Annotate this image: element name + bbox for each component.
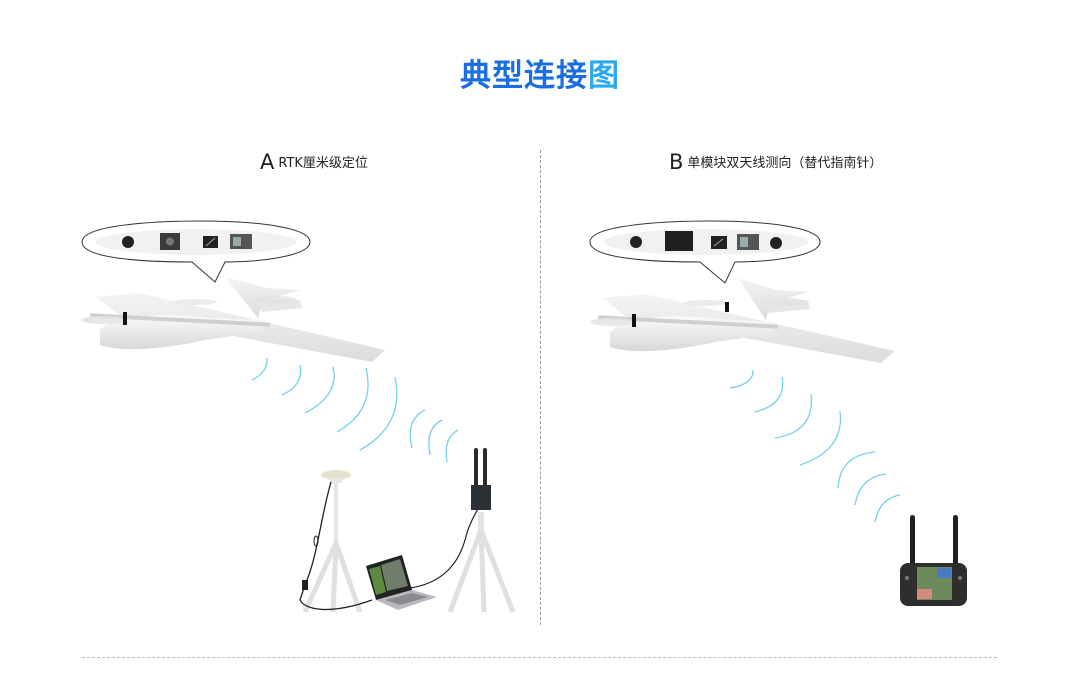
title-accent-text: 图 bbox=[588, 58, 620, 94]
panel-b-letter: B bbox=[669, 150, 684, 174]
radio-antenna-icon bbox=[483, 448, 487, 488]
dual-antenna-module-callout bbox=[589, 220, 821, 284]
gnss-module-callout bbox=[81, 220, 311, 283]
port-icon bbox=[122, 236, 134, 248]
vtol-drone-a bbox=[81, 277, 385, 362]
page-title: 典型连接图 bbox=[0, 50, 1080, 95]
antenna-rear-icon bbox=[725, 302, 729, 312]
gcs-antenna-right-icon bbox=[953, 515, 958, 575]
rtk-base-antenna-tripod bbox=[299, 470, 373, 614]
radio-antenna-icon bbox=[474, 448, 478, 488]
signal-waves-a bbox=[251, 357, 459, 463]
gnss-antenna-icon bbox=[123, 312, 127, 325]
vtol-drone-b bbox=[590, 278, 895, 363]
bottom-rule bbox=[82, 657, 997, 658]
title-main-text: 典型连接 bbox=[460, 58, 588, 94]
port-icon bbox=[770, 237, 782, 249]
laptop-ground-station bbox=[366, 555, 437, 610]
datalink-ground-radio-tripod bbox=[447, 448, 516, 613]
signal-waves-b bbox=[729, 369, 901, 523]
gcs-antenna-left-icon bbox=[910, 515, 915, 575]
panel-a-diagram bbox=[81, 220, 516, 614]
panel-divider bbox=[540, 150, 541, 625]
port-icon bbox=[630, 236, 642, 248]
connector-icon bbox=[665, 231, 693, 251]
antenna-front-icon bbox=[632, 314, 636, 327]
panel-b-caption: 单模块双天线测向（替代指南针） bbox=[687, 156, 883, 171]
panel-a-caption: RTK厘米级定位 bbox=[278, 156, 368, 171]
panel-b-diagram bbox=[589, 220, 967, 606]
panel-a-letter: A bbox=[260, 150, 275, 174]
handheld-ground-control-station bbox=[900, 515, 967, 606]
